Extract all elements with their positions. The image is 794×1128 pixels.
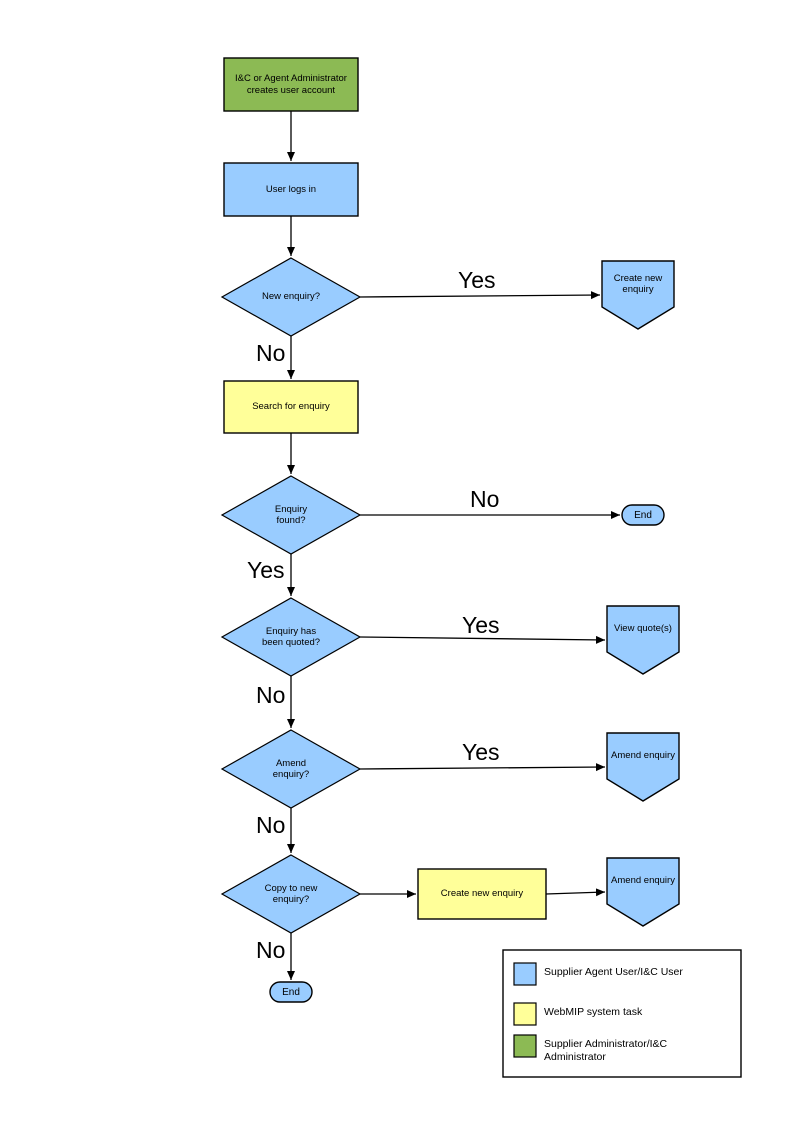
node-enquiry_quoted_q [220,597,362,677]
edge-create_new_enquiry_2-to-amend_enquiry_2 [545,888,606,897]
node-amend_enquiry_q [220,729,362,809]
node-enquiry_found_q [220,475,362,555]
legend-box [502,949,742,1078]
node-copy_to_new_q [220,854,362,934]
node-admin_creates [223,57,359,112]
node-amend_enquiry_2 [606,857,680,927]
edge-label-no_enquiry_found: No [470,486,500,512]
legend-swatch-legend-user [513,962,537,986]
legend-swatch-legend-system [513,1002,537,1026]
edge-new_enquiry_q-to-create_new_enquiry_1 [359,291,601,300]
edge-label-no_enquiry_quoted: No [256,682,286,708]
node-end_2 [269,981,313,1003]
node-label-end_2: End [282,986,300,998]
node-create_new_enquiry_2 [417,868,547,920]
edge-label-no_amend_enquiry: No [256,812,286,838]
node-search_for_enquiry [223,380,359,434]
edge-label-yes_enquiry_found: Yes [247,557,285,583]
legend-swatch-legend-admin [513,1034,537,1058]
edge-label-yes_amend_enquiry: Yes [462,739,500,765]
node-end_1 [621,504,665,526]
shapes-layer [220,57,742,1078]
edge-label-yes_enquiry_quoted: Yes [462,612,500,638]
node-user_logs_in [223,162,359,217]
legend-label-legend-system: WebMIP system task [544,1006,643,1018]
node-new_enquiry_q [220,257,362,337]
legend-label-legend-admin: Supplier Administrator/I&C Administrator [544,1038,668,1063]
edge-label-no_copy_to_new: No [256,937,286,963]
node-amend_enquiry_1 [606,732,680,802]
edge-label-no_new_enquiry: No [256,340,286,366]
edge-amend_enquiry_q-to-amend_enquiry_1 [359,763,606,772]
edge-label-yes_new_enquiry: Yes [458,267,496,293]
node-view_quotes [606,605,680,675]
edge-enquiry_quoted_q-to-view_quotes [359,635,606,644]
node-label-end_1: End [634,509,652,521]
legend-label-legend-user: Supplier Agent User/I&C User [544,966,683,978]
edges-layer [287,111,620,980]
node-create_new_enquiry_1 [601,260,675,330]
